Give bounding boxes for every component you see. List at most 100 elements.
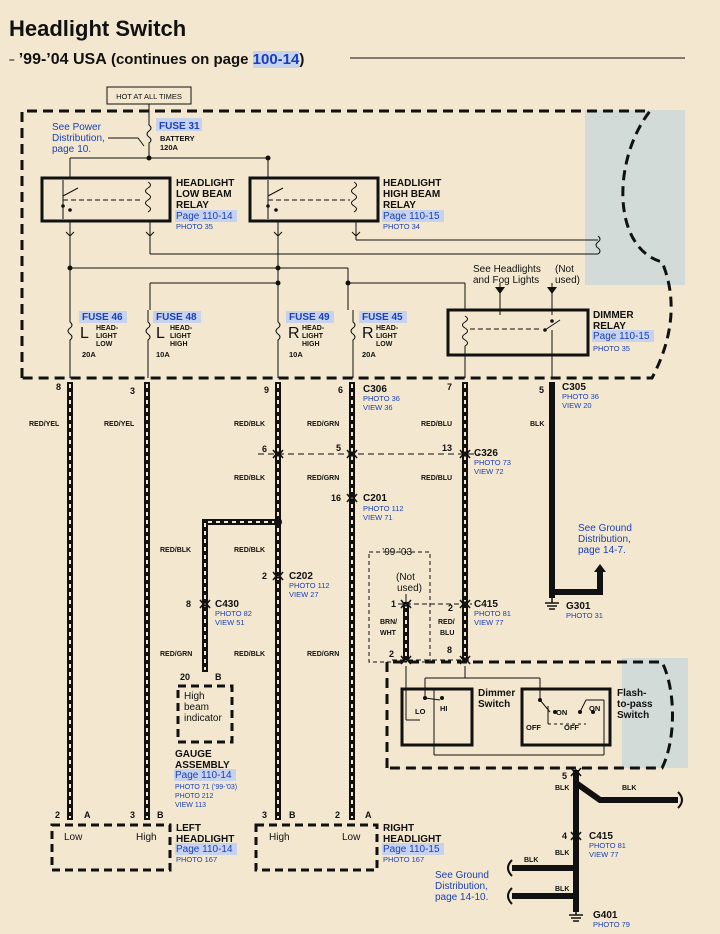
pass-off-2: OFF bbox=[564, 723, 579, 732]
battery-amps: 120A bbox=[160, 143, 179, 152]
c326-label: C326 bbox=[474, 448, 498, 459]
right-headlight-page[interactable]: Page 110-15 bbox=[383, 844, 440, 855]
g401-photo: PHOTO 79 bbox=[593, 920, 630, 929]
gauge-assembly-label: GAUGE ASSEMBLY bbox=[175, 749, 230, 771]
dimmer-relay-page[interactable]: Page 110-15 bbox=[593, 331, 650, 342]
ground-note-1: See Ground Distribution, page 14-7. bbox=[578, 523, 635, 556]
wire-red-grn-3: RED/GRN bbox=[160, 651, 192, 658]
dimmer-relay bbox=[446, 308, 590, 357]
wire-red-blu-a: RED/ bbox=[438, 619, 455, 626]
gauge-pin-20: 20 bbox=[180, 672, 190, 682]
g301-ground-symbol bbox=[545, 598, 559, 610]
high-beam-relay-page[interactable]: Page 110-15 bbox=[383, 211, 440, 222]
g301-label: G301 bbox=[566, 601, 591, 612]
right-pin-b: B bbox=[289, 810, 296, 820]
left-low: Low bbox=[64, 832, 83, 843]
wire-brn-wht-b: WHT bbox=[380, 630, 397, 637]
wire-red-blu-b: BLU bbox=[440, 630, 454, 637]
page-link[interactable]: 100-14 bbox=[252, 51, 300, 68]
svg-text:20A: 20A bbox=[362, 350, 376, 359]
high-beam-relay bbox=[248, 176, 380, 223]
page-title: Headlight Switch bbox=[9, 16, 187, 41]
battery-label: BATTERY bbox=[160, 134, 195, 143]
left-high: High bbox=[136, 832, 157, 843]
high-beam-relay-photo: PHOTO 34 bbox=[383, 222, 420, 231]
subtitle: – ’99-’04 USA (continues on page 100-14) bbox=[9, 51, 305, 68]
pin-6: 6 bbox=[338, 385, 343, 395]
wire-red-grn-2: RED/GRN bbox=[307, 475, 339, 482]
c306-label: C306 bbox=[363, 384, 387, 395]
wire-blk-4: BLK bbox=[555, 850, 569, 857]
svg-text:20A: 20A bbox=[82, 350, 96, 359]
c326-pin-5: 5 bbox=[336, 443, 341, 453]
wire-blk-2: BLK bbox=[555, 785, 569, 792]
wire-red-blk-5: RED/BLK bbox=[234, 651, 265, 658]
flash-to-pass-label: Flash- to-pass Switch bbox=[617, 688, 655, 721]
wire-red-blk-1: RED/BLK bbox=[234, 421, 265, 428]
left-headlight-photo: PHOTO 167 bbox=[176, 855, 217, 864]
year-range-label: ’99-’03 bbox=[382, 547, 412, 558]
gauge-refs: PHOTO 71 (’99-’03) PHOTO 212 VIEW 113 bbox=[175, 784, 239, 809]
fog-lights-note: See Headlights and Fog Lights bbox=[473, 264, 544, 286]
svg-text:FUSE 45: FUSE 45 bbox=[362, 312, 403, 323]
pass-on-2: ON bbox=[589, 704, 600, 713]
c415-pin-1: 1 bbox=[391, 599, 396, 609]
left-headlight-page[interactable]: Page 110-14 bbox=[176, 844, 233, 855]
c415b-pin-4: 4 bbox=[562, 831, 567, 841]
pin-5: 5 bbox=[539, 385, 544, 395]
right-pin-3: 3 bbox=[262, 810, 267, 820]
high-beam-indicator: High beam indicator bbox=[184, 691, 222, 724]
hot-at-all-times-label: HOT AT ALL TIMES bbox=[116, 92, 182, 101]
c202-pin: 2 bbox=[262, 571, 267, 581]
flash-to-pass-switch bbox=[520, 687, 612, 747]
c305-label: C305 bbox=[562, 382, 586, 393]
wire-red-blu-2: RED/BLU bbox=[421, 475, 452, 482]
c415-pin-2: 2 bbox=[448, 603, 453, 613]
not-used-mid: (Not used) bbox=[396, 572, 422, 594]
gauge-pin-b: B bbox=[215, 672, 222, 682]
low-beam-relay-label: HEADLIGHT LOW BEAM RELAY bbox=[176, 178, 237, 211]
ground-note-2: See Ground Distribution, page 14-10. bbox=[435, 870, 492, 903]
c415b-label: C415 bbox=[589, 831, 613, 842]
left-headlight-box bbox=[50, 823, 172, 872]
fuse-relay-box-outline bbox=[20, 109, 673, 380]
svg-text:L: L bbox=[156, 325, 165, 342]
low-beam-relay-page[interactable]: Page 110-14 bbox=[176, 211, 233, 222]
svg-text:FUSE 46: FUSE 46 bbox=[82, 312, 123, 323]
wire-brn-wht-a: BRN/ bbox=[380, 619, 397, 626]
year-range-box bbox=[368, 551, 431, 663]
low-beam-relay bbox=[40, 176, 172, 223]
pin-7: 7 bbox=[447, 382, 452, 392]
wire-red-yel-2: RED/YEL bbox=[104, 421, 135, 428]
right-headlight-photo: PHOTO 167 bbox=[383, 855, 424, 864]
gauge-page[interactable]: Page 110-14 bbox=[175, 770, 232, 781]
left-pin-a: A bbox=[84, 810, 91, 820]
wire-red-grn-1: RED/GRN bbox=[307, 421, 339, 428]
combination-switch-outline bbox=[385, 660, 674, 770]
pass-on-1: ON bbox=[556, 708, 567, 717]
wire-blk-5: BLK bbox=[524, 857, 538, 864]
wire-red-blu-1: RED/BLU bbox=[421, 421, 452, 428]
svg-text:10A: 10A bbox=[289, 350, 303, 359]
model-years: ’99-’04 USA bbox=[18, 51, 107, 68]
c415b-pin-5: 5 bbox=[562, 771, 567, 781]
right-headlight-box bbox=[254, 823, 379, 872]
c326-pin-6: 6 bbox=[262, 444, 267, 454]
not-used-top: (Not used) bbox=[555, 264, 580, 286]
c201-pin: 16 bbox=[331, 493, 341, 503]
pin-9: 9 bbox=[264, 385, 269, 395]
pin-3: 3 bbox=[130, 386, 135, 396]
continues-text: (continues on page bbox=[110, 51, 249, 68]
